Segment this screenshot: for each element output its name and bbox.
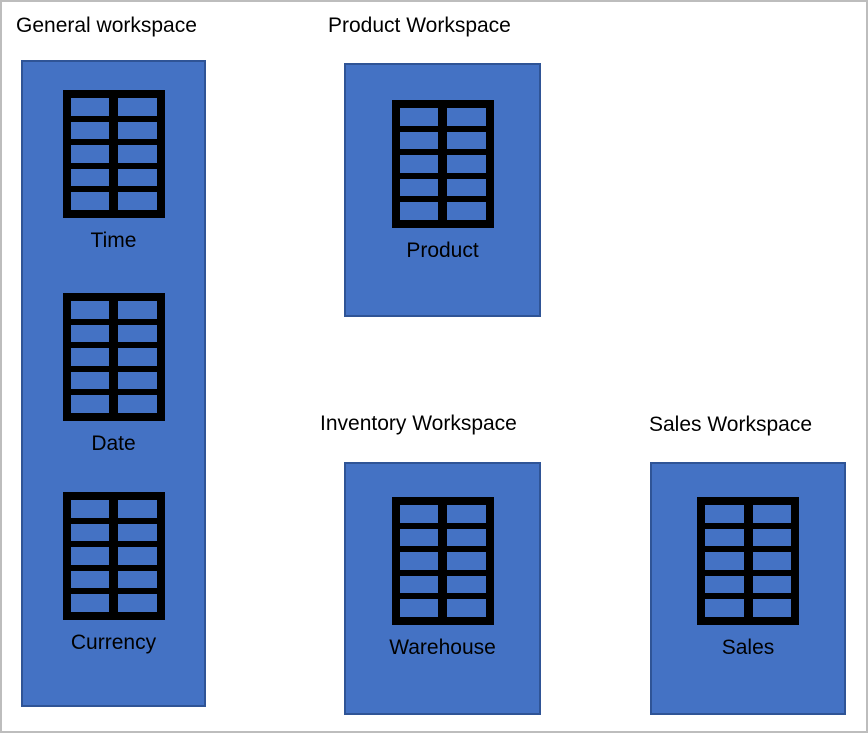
- table-icon: [391, 497, 494, 625]
- table-label: Product: [406, 239, 479, 262]
- workspace-title-general: General workspace: [16, 14, 197, 37]
- workspace-box-inventory: Warehouse: [344, 462, 541, 715]
- workspace-title-sales: Sales Workspace: [649, 413, 813, 436]
- table-icon: [697, 497, 799, 625]
- workspace-box-product: Product: [344, 63, 541, 317]
- table-icon: [391, 100, 494, 228]
- table-icon: [62, 492, 165, 620]
- table-label: Warehouse: [389, 636, 496, 659]
- table-label: Sales: [721, 636, 775, 659]
- workspace-box-sales: Sales: [650, 462, 846, 715]
- table-group-sales: Sales: [652, 497, 844, 660]
- workspace-title-product: Product Workspace: [328, 14, 511, 37]
- table-label: Date: [91, 432, 136, 455]
- table-group-product: Product: [346, 100, 539, 263]
- table-label: Currency: [70, 631, 157, 654]
- table-group-warehouse: Warehouse: [346, 497, 539, 660]
- table-group-date: Date: [23, 293, 204, 456]
- table-icon: [62, 293, 165, 421]
- workspace-box-general: Time Date Currency: [21, 60, 206, 707]
- table-group-currency: Currency: [23, 492, 204, 655]
- table-icon: [62, 90, 165, 218]
- table-label: Time: [90, 229, 137, 252]
- table-group-time: Time: [23, 90, 204, 253]
- workspace-title-inventory: Inventory Workspace: [320, 412, 517, 435]
